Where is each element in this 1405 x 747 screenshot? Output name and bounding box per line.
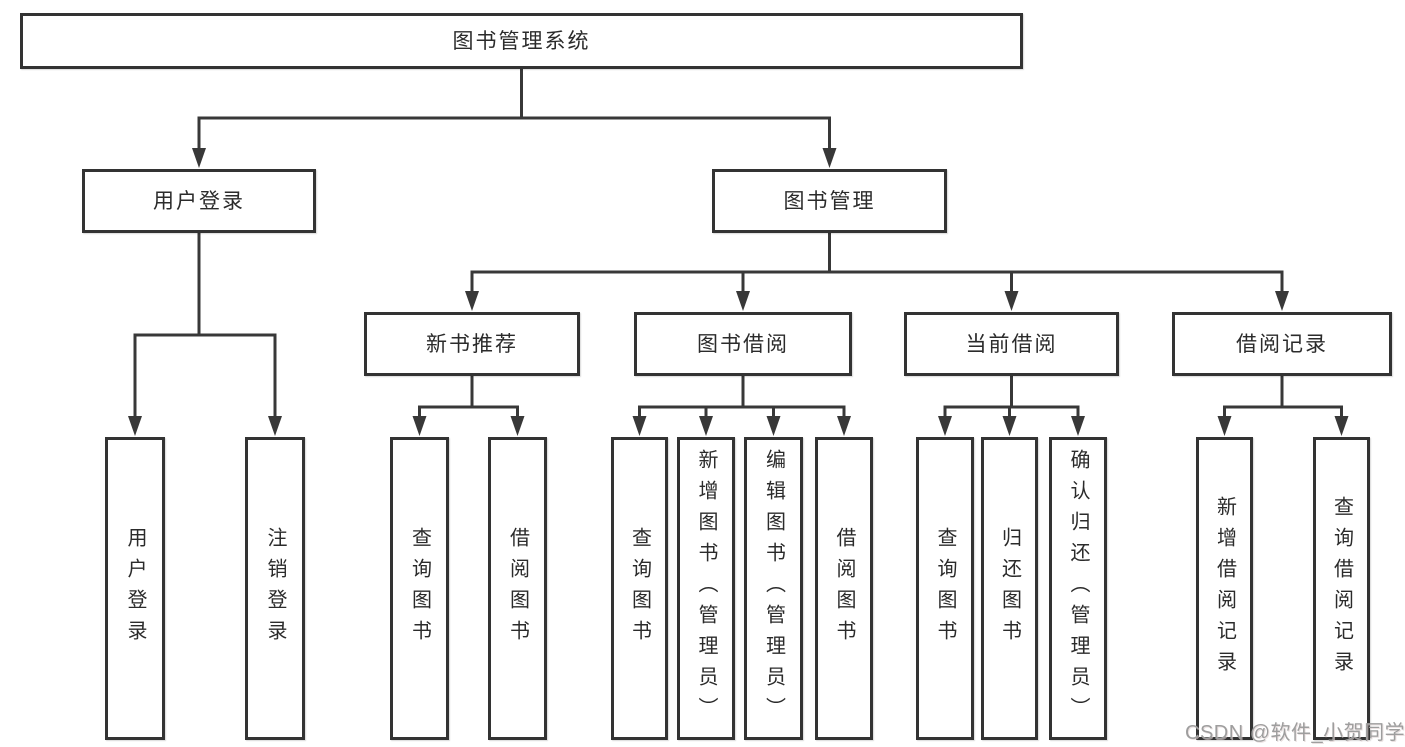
node-borrowing-records: 借阅记录	[1172, 312, 1392, 376]
node-cb-confirm-return: 确认归还（管理员）	[1049, 437, 1107, 740]
node-nbr-query-books: 查询图书	[390, 437, 449, 740]
node-bb-query-books: 查询图书	[611, 437, 668, 740]
node-bb-edit-books: 编辑图书（管理员）	[744, 437, 803, 740]
node-new-book-recommend: 新书推荐	[364, 312, 580, 376]
node-current-borrowing: 当前借阅	[904, 312, 1119, 376]
node-cb-query-books: 查询图书	[916, 437, 974, 740]
node-bb-add-books: 新增图书（管理员）	[677, 437, 735, 740]
node-book-borrowing: 图书借阅	[634, 312, 852, 376]
node-bb-borrow-books: 借阅图书	[815, 437, 873, 740]
node-nbr-borrow-books: 借阅图书	[488, 437, 547, 740]
node-br-query-record: 查询借阅记录	[1313, 437, 1370, 740]
node-user-login-group: 用户登录	[82, 169, 316, 233]
node-book-management: 图书管理	[712, 169, 947, 233]
node-br-add-record: 新增借阅记录	[1196, 437, 1253, 740]
watermark: CSDN @软件_小贺同学	[1185, 722, 1405, 744]
node-user-logout: 注销登录	[245, 437, 305, 740]
node-system: 图书管理系统	[20, 13, 1023, 69]
node-user-login: 用户登录	[105, 437, 165, 740]
node-cb-return-books: 归还图书	[981, 437, 1038, 740]
